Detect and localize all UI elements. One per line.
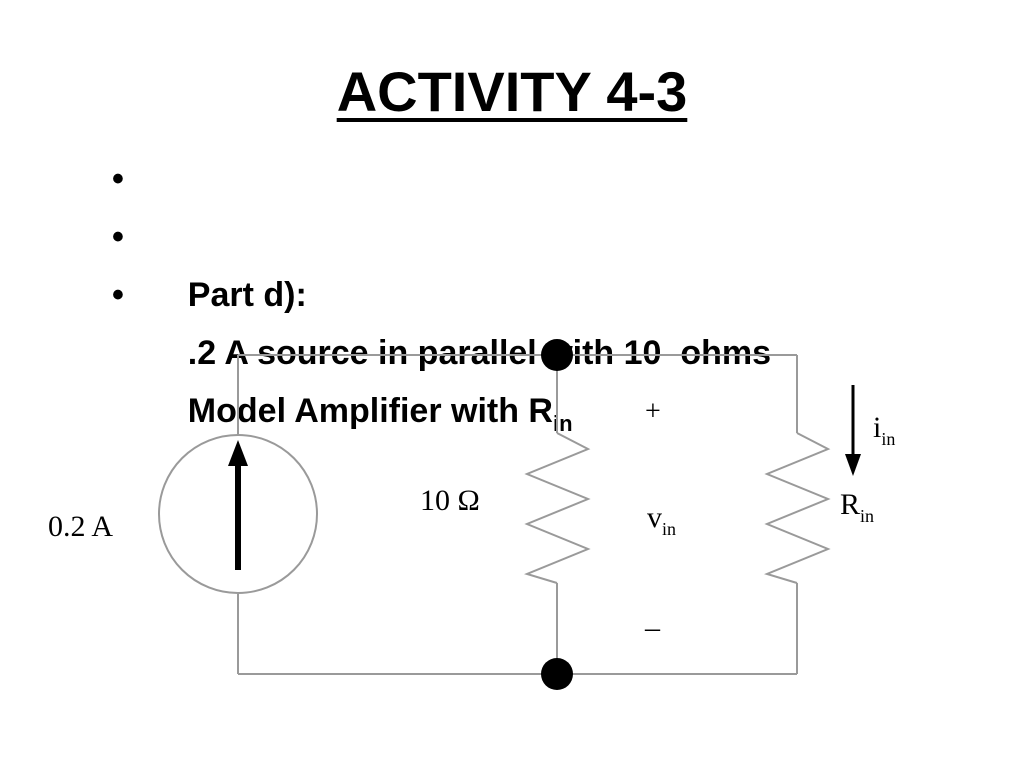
bullet-list: • Part d): • .2 A source in parallel wit… (112, 150, 771, 435)
iin-arrow-head (845, 454, 861, 476)
vin-subscript: in (662, 519, 676, 539)
iin-label: iin (873, 411, 895, 449)
bullet-item: • .2 A source in parallel with 10 ohms (112, 208, 771, 372)
rin-subscript: in (860, 506, 874, 526)
source-arrow-head (228, 440, 248, 466)
bottom-node (541, 658, 573, 690)
resistor-10-label: 10 Ω (420, 484, 480, 517)
source-label: 0.2 A (48, 510, 113, 543)
top-node (541, 339, 573, 371)
vin-label: vin (647, 501, 676, 539)
rin-label: Rin (840, 488, 874, 526)
bullet-item: • Part d): (112, 150, 771, 314)
bullet-text: .2 A source in parallel with 10 ohms (187, 334, 772, 372)
circuit-wires (237, 354, 798, 675)
bullet-text: Model Amplifier with R (187, 392, 553, 430)
slide-title: ACTIVITY 4-3 (0, 52, 1024, 132)
plus-label: + (645, 396, 661, 427)
bullet-marker: • (112, 276, 124, 314)
resistor-10-zigzag (524, 432, 591, 584)
iin-main: i (873, 411, 881, 444)
vin-main: v (647, 501, 662, 534)
rin-main: R (840, 488, 860, 521)
bullet-text: Part d): (187, 276, 307, 314)
bullet-item: • Model Amplifier with Rin (112, 266, 771, 435)
iin-subscript: in (881, 429, 895, 449)
slide-title-text: ACTIVITY 4-3 (336, 60, 688, 123)
bullet-marker: • (112, 160, 124, 198)
resistor-rin-zigzag (764, 432, 831, 584)
bullet-marker: • (112, 218, 124, 256)
minus-label: – (644, 611, 661, 644)
